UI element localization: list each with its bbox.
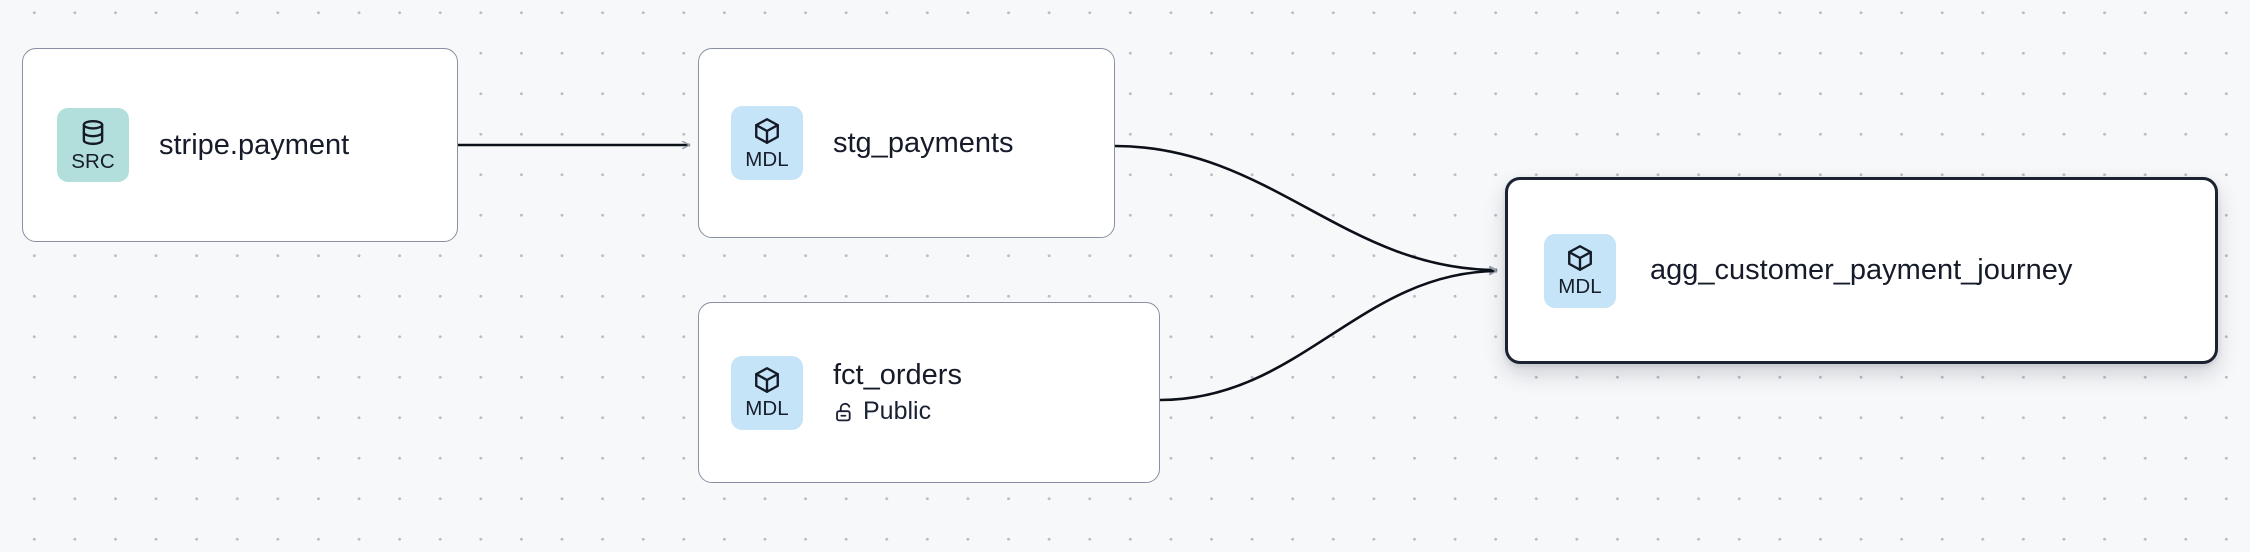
node-text-block: agg_customer_payment_journey bbox=[1650, 254, 2072, 286]
node-type-badge-label: MDL bbox=[745, 147, 789, 171]
node-text-block: fct_orders Public bbox=[833, 359, 962, 426]
edge-stg-payments-to-agg-journey bbox=[1114, 144, 1498, 275]
node-visibility-label: Public bbox=[863, 397, 932, 426]
node-title: fct_orders bbox=[833, 359, 962, 392]
node-title: stg_payments bbox=[833, 126, 1014, 159]
lineage-node-agg-customer-payment-journey[interactable]: MDL agg_customer_payment_journey bbox=[1505, 177, 2218, 364]
edge-fct-orders-to-agg-journey bbox=[1159, 266, 1498, 402]
node-title: agg_customer_payment_journey bbox=[1650, 254, 2073, 287]
database-icon bbox=[82, 119, 104, 145]
lineage-node-fct-orders[interactable]: MDL fct_orders Public bbox=[698, 302, 1160, 483]
node-type-badge-mdl: MDL bbox=[731, 106, 803, 180]
unlock-icon bbox=[836, 402, 851, 422]
cube-icon bbox=[755, 117, 779, 144]
node-type-badge-mdl: MDL bbox=[1544, 233, 1616, 308]
node-type-badge-mdl: MDL bbox=[731, 355, 803, 430]
lineage-node-stripe-payment[interactable]: SRC stripe.payment bbox=[22, 48, 458, 242]
lineage-node-stg-payments[interactable]: MDL stg_payments bbox=[698, 48, 1115, 238]
node-text-block: stripe.payment bbox=[159, 129, 349, 161]
node-visibility: Public bbox=[833, 398, 962, 426]
node-title: stripe.payment bbox=[159, 128, 350, 161]
node-type-badge-label: MDL bbox=[1558, 275, 1602, 299]
node-type-badge-src: SRC bbox=[57, 108, 129, 182]
cube-icon bbox=[755, 367, 779, 394]
cube-icon bbox=[1568, 245, 1592, 272]
node-text-block: stg_payments bbox=[833, 127, 1014, 159]
node-type-badge-label: MDL bbox=[745, 397, 789, 421]
node-type-badge-label: SRC bbox=[71, 149, 115, 173]
